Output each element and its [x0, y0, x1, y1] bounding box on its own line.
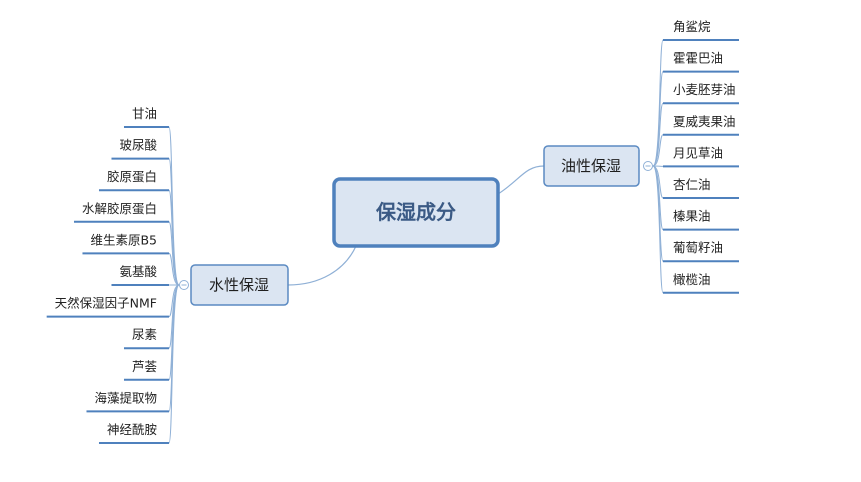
leaf-label: 天然保湿因子NMF — [55, 296, 157, 311]
leaf-label: 橄榄油 — [673, 272, 711, 287]
leaf-connector — [652, 165, 664, 294]
leaf-label: 维生素原B5 — [90, 232, 157, 247]
leaf-label: 葡萄籽油 — [673, 240, 723, 255]
leaf-label: 霍霍巴油 — [673, 51, 723, 66]
connector-central-left — [287, 245, 357, 286]
leaf-label: 角鲨烷 — [673, 19, 711, 34]
leaf-label: 芦荟 — [132, 359, 158, 374]
central-node[interactable]: 保湿成分 — [332, 177, 500, 248]
left-branch-label: 水性保湿 — [209, 276, 269, 294]
right-leaf-item[interactable]: 夏威夷果油 — [663, 114, 739, 136]
leaf-connector — [652, 134, 664, 167]
right-leaf-item[interactable]: 橄榄油 — [663, 272, 739, 294]
leaf-label: 神经酰胺 — [107, 422, 157, 437]
right-collapse-toggle[interactable] — [643, 161, 653, 171]
leaf-connector — [168, 252, 180, 286]
right-branch-label: 油性保湿 — [561, 157, 621, 175]
leaf-label: 氨基酸 — [119, 264, 157, 279]
leaf-label: 夏威夷果油 — [673, 114, 736, 129]
leaf-label: 榛果油 — [673, 209, 711, 224]
connectors — [168, 39, 664, 444]
leaf-label: 玻尿酸 — [119, 138, 157, 153]
leaf-label: 海藻提取物 — [94, 390, 157, 405]
leaf-connector — [168, 221, 180, 286]
leaf-label: 甘油 — [132, 106, 157, 121]
leaf-label: 月见草油 — [673, 145, 723, 160]
right-leaf-item[interactable]: 杏仁油 — [663, 177, 739, 199]
leaf-connector — [168, 284, 180, 444]
right-leaf-item[interactable]: 榛果油 — [663, 209, 739, 231]
right-leaf-item[interactable]: 霍霍巴油 — [663, 51, 739, 73]
left-collapse-toggle[interactable] — [179, 280, 189, 290]
leaf-label: 杏仁油 — [673, 177, 711, 192]
right-leaf-item[interactable]: 小麦胚芽油 — [663, 82, 739, 105]
right-branch-node[interactable]: 油性保湿 — [543, 145, 640, 187]
right-leaf-item[interactable]: 月见草油 — [663, 145, 739, 168]
leaf-connector — [652, 102, 664, 167]
right-leaf-item[interactable]: 葡萄籽油 — [663, 240, 739, 263]
right-leaf-item[interactable]: 角鲨烷 — [663, 19, 739, 41]
leaf-label: 水解胶原蛋白 — [82, 201, 157, 216]
leaf-label: 胶原蛋白 — [107, 169, 157, 184]
central-node-label: 保湿成分 — [375, 200, 456, 224]
leaf-label: 小麦胚芽油 — [673, 82, 736, 97]
leaf-label: 尿素 — [132, 327, 157, 342]
connector-central-right — [497, 165, 545, 195]
left-branch-node[interactable]: 水性保湿 — [190, 264, 289, 306]
